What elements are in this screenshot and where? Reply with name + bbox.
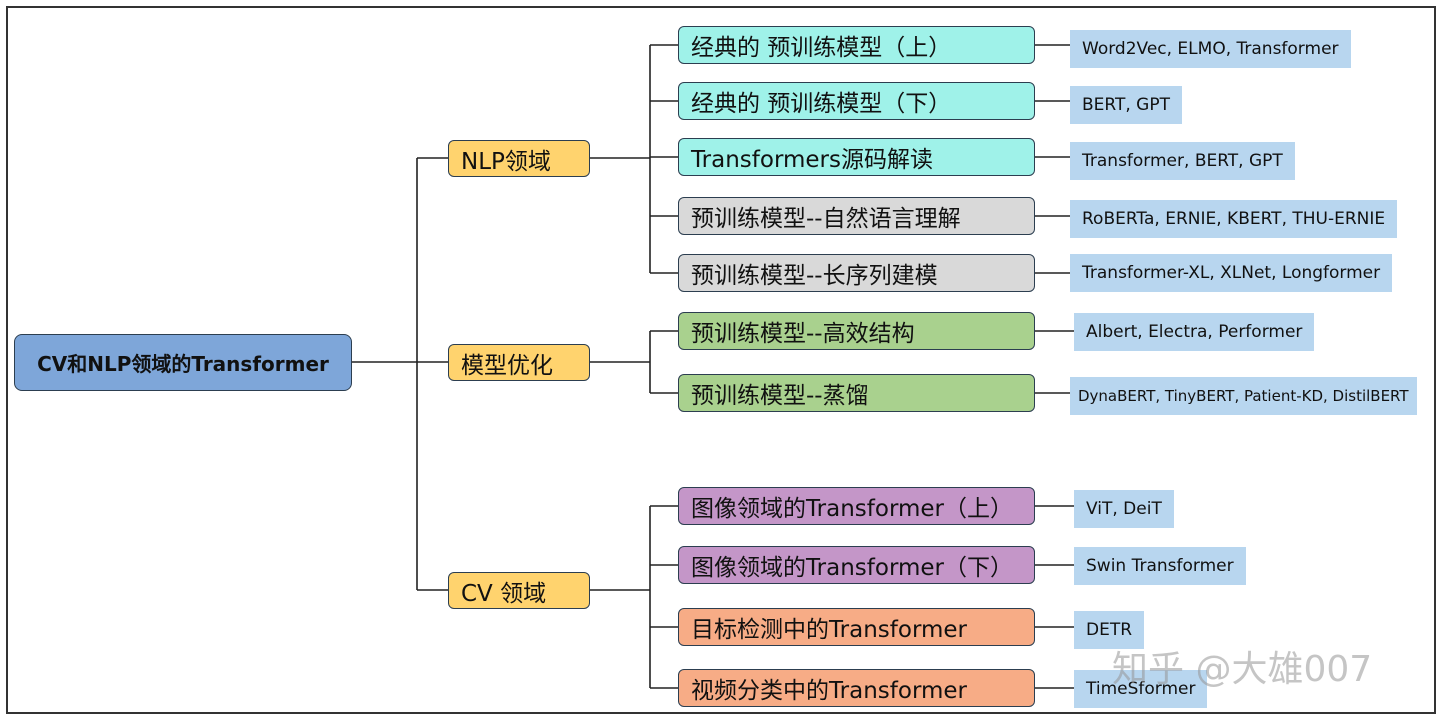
- category-label: NLP领域: [461, 148, 551, 175]
- topic-label: 经典的 预训练模型（下）: [691, 91, 952, 117]
- topic-classic-pretrained-1: 经典的 预训练模型（上）: [678, 26, 1035, 64]
- topic-long-sequence: 预训练模型--长序列建模: [678, 254, 1035, 292]
- topic-vision-transformer-2: 图像领域的Transformer（下）: [678, 546, 1035, 584]
- model-list: Transformer-XL, XLNet, Longformer: [1070, 254, 1393, 292]
- diagram-frame: [6, 6, 1436, 714]
- watermark: 知乎 @大雄007: [1112, 649, 1373, 690]
- model-list: DETR: [1074, 611, 1145, 649]
- topic-label: 预训练模型--自然语言理解: [691, 206, 961, 232]
- model-list: RoBERTa, ERNIE, KBERT, THU-ERNIE: [1070, 200, 1398, 238]
- model-list: BERT, GPT: [1070, 86, 1182, 124]
- category-cv: CV 领域: [448, 572, 590, 609]
- topic-label: Transformers源码解读: [691, 147, 933, 173]
- model-list: Swin Transformer: [1074, 547, 1246, 585]
- topic-vision-transformer-1: 图像领域的Transformer（上）: [678, 487, 1035, 525]
- category-label: CV 领域: [461, 580, 547, 607]
- topic-label: 预训练模型--高效结构: [691, 321, 915, 347]
- topic-nlu: 预训练模型--自然语言理解: [678, 197, 1035, 235]
- topic-label: 视频分类中的Transformer: [691, 678, 968, 704]
- category-label: 模型优化: [461, 352, 553, 379]
- topic-efficient-structure: 预训练模型--高效结构: [678, 312, 1035, 350]
- topic-label: 目标检测中的Transformer: [691, 617, 968, 643]
- model-list: Albert, Electra, Performer: [1074, 313, 1315, 351]
- model-list: Transformer, BERT, GPT: [1070, 142, 1295, 180]
- topic-transformers-source: Transformers源码解读: [678, 138, 1035, 176]
- topic-label: 预训练模型--蒸馏: [691, 383, 869, 409]
- topic-distillation: 预训练模型--蒸馏: [678, 374, 1035, 412]
- model-list: ViT, DeiT: [1074, 490, 1174, 528]
- topic-label: 图像领域的Transformer（上）: [691, 496, 1014, 522]
- topic-label: 预训练模型--长序列建模: [691, 263, 938, 289]
- topic-object-detection: 目标检测中的Transformer: [678, 608, 1035, 646]
- category-nlp: NLP领域: [448, 140, 590, 177]
- root-label: CV和NLP领域的Transformer: [37, 352, 329, 376]
- model-list: Word2Vec, ELMO, Transformer: [1070, 30, 1351, 68]
- topic-video-classification: 视频分类中的Transformer: [678, 669, 1035, 707]
- topic-label: 经典的 预训练模型（上）: [691, 35, 952, 61]
- topic-classic-pretrained-2: 经典的 预训练模型（下）: [678, 82, 1035, 120]
- root-node: CV和NLP领域的Transformer: [14, 334, 352, 391]
- model-list: DynaBERT, TinyBERT, Patient-KD, DistilBE…: [1070, 377, 1417, 415]
- topic-label: 图像领域的Transformer（下）: [691, 555, 1014, 581]
- model-list: TimeSformer: [1074, 670, 1208, 708]
- category-model-optimization: 模型优化: [448, 344, 590, 381]
